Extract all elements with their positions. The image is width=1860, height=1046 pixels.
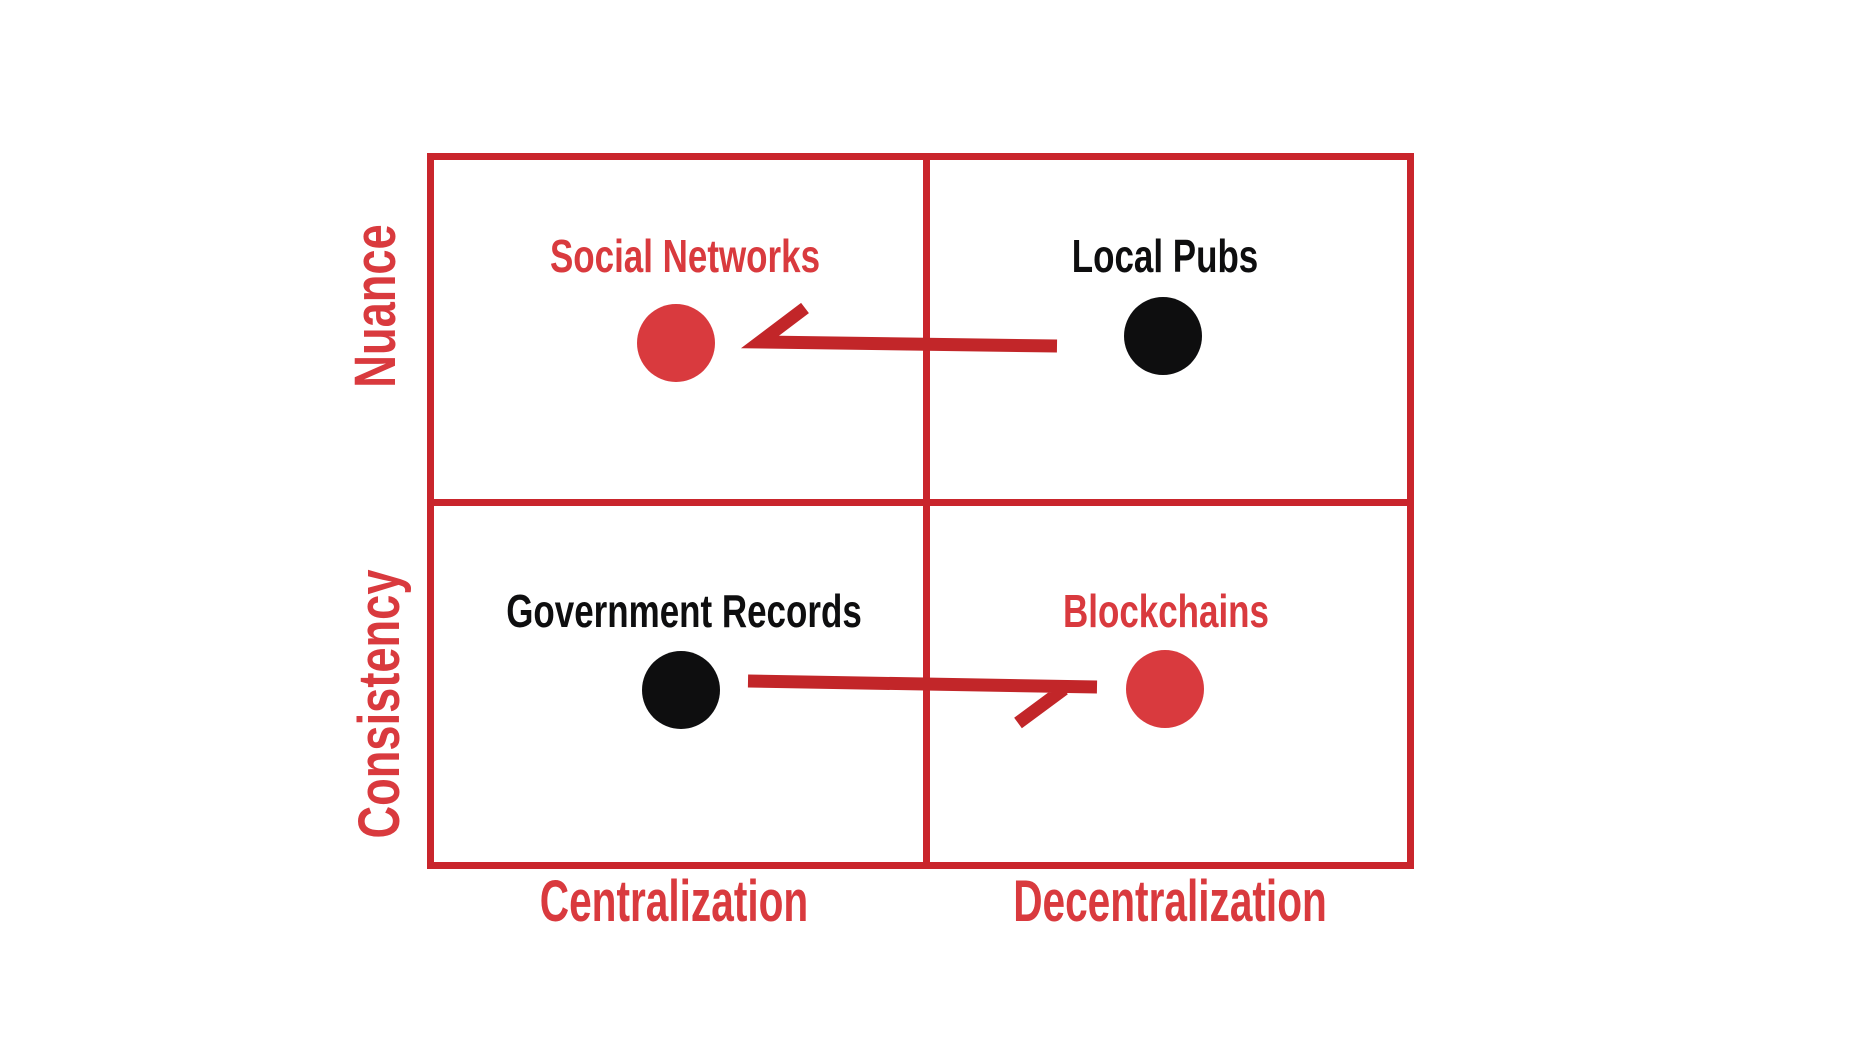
dot-bottom-right <box>1126 650 1204 728</box>
dot-bottom-left <box>642 651 720 729</box>
dot-top-right <box>1124 297 1202 375</box>
grid-vertical-divider <box>923 153 930 869</box>
quadrant-label-bottom-left: Government Records <box>506 585 862 637</box>
quadrant-label-top-left: Social Networks <box>549 230 821 282</box>
grid-horizontal-divider <box>427 499 1414 506</box>
dot-top-left <box>637 304 715 382</box>
y-axis-label-consistency: Consistency <box>347 569 412 839</box>
x-axis-label-decentralization: Decentralization <box>1013 869 1327 934</box>
quadrant-label-top-right: Local Pubs <box>1071 230 1259 282</box>
x-axis-label-centralization: Centralization <box>539 869 809 934</box>
quadrant-label-bottom-right: Blockchains <box>1063 585 1269 637</box>
grid-border <box>427 153 1414 869</box>
y-axis-label-nuance: Nuance <box>343 224 408 388</box>
